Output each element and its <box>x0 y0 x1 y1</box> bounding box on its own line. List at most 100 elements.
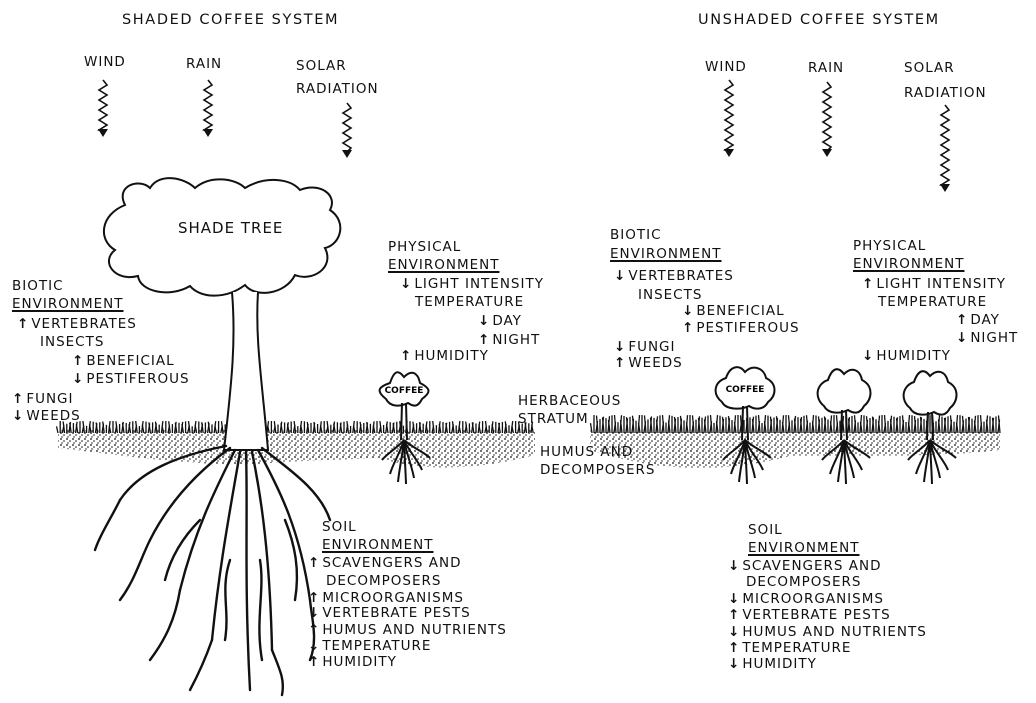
item-label: HUMIDITY <box>742 656 817 672</box>
decomposers-label: DECOMPOSERS <box>540 464 655 478</box>
shaded-biotic-item: INSECTS <box>40 336 104 350</box>
soil-band-shaded <box>58 430 535 467</box>
coffee-bush-label: COFFEE <box>385 386 424 396</box>
item-label: HUMIDITY <box>322 654 397 670</box>
item-label: LIGHT INTENSITY <box>414 276 544 292</box>
unshaded-physical-heading: PHYSICAL <box>853 240 926 254</box>
item-label: HUMUS AND NUTRIENTS <box>322 622 506 638</box>
item-label: VERTEBRATES <box>628 268 734 284</box>
shaded-physical-item: ↑NIGHT <box>478 334 540 348</box>
shaded-physical-item: ↑HUMIDITY <box>400 350 489 364</box>
unshaded-soil-heading-env: ENVIRONMENT <box>748 542 859 556</box>
shaded-biotic-heading-env: ENVIRONMENT <box>12 298 123 312</box>
item-label: DAY <box>970 312 1000 328</box>
unshaded-biotic-item: ↑PESTIFEROUS <box>682 322 800 336</box>
decrease-arrow-icon: ↓ <box>956 330 968 346</box>
shaded-physical-item: ↓LIGHT INTENSITY <box>400 278 544 292</box>
increase-arrow-icon: ↑ <box>862 276 874 292</box>
item-label: INSECTS <box>638 287 702 303</box>
increase-arrow-icon: ↑ <box>308 590 320 606</box>
shaded-soil-item: ↓TEMPERATURE <box>308 640 431 654</box>
decrease-arrow-icon: ↓ <box>728 558 740 574</box>
item-label: WEEDS <box>26 408 80 424</box>
stratum-label: STRATUM <box>518 413 589 427</box>
increase-arrow-icon: ↑ <box>308 555 320 571</box>
increase-arrow-icon: ↑ <box>728 607 740 623</box>
decrease-arrow-icon: ↓ <box>728 656 740 672</box>
decrease-arrow-icon: ↓ <box>614 268 626 284</box>
increase-arrow-icon: ↑ <box>956 312 968 328</box>
item-label: FUNGI <box>628 339 675 355</box>
decrease-arrow-icon: ↓ <box>12 408 24 424</box>
coffee-bush-label: COFFEE <box>726 385 765 395</box>
shaded-biotic-item: ↑BENEFICIAL <box>72 355 175 369</box>
item-label: TEMPERATURE <box>878 294 987 310</box>
increase-arrow-icon: ↑ <box>728 640 740 656</box>
shaded-soil-item: ↑HUMIDITY <box>308 656 397 670</box>
unshaded-biotic-item: ↓BENEFICIAL <box>682 305 785 319</box>
shaded-soil-item: ↑SCAVENGERS AND <box>308 557 462 571</box>
item-label: TEMPERATURE <box>322 638 431 654</box>
unshaded-soil-item: ↓HUMIDITY <box>728 658 817 672</box>
unshaded-rain-label: RAIN <box>808 62 844 76</box>
item-label: DECOMPOSERS <box>746 574 861 590</box>
item-label: SCAVENGERS AND <box>742 558 881 574</box>
shade-tree-roots <box>95 446 330 695</box>
unshaded-physical-item: ↓HUMIDITY <box>862 350 951 364</box>
shaded-radiation-label: RADIATION <box>296 83 379 97</box>
shade-tree-trunk <box>224 292 268 450</box>
shaded-biotic-heading: BIOTIC <box>12 280 64 294</box>
increase-arrow-icon: ↑ <box>308 654 320 670</box>
unshaded-biotic-heading-env: ENVIRONMENT <box>610 248 721 262</box>
item-label: WEEDS <box>628 355 682 371</box>
shaded-soil-item: ↓VERTEBRATE PESTS <box>308 607 471 621</box>
rain-arrow-unshaded <box>822 82 832 157</box>
shaded-soil-heading-env: ENVIRONMENT <box>322 539 433 553</box>
decrease-arrow-icon: ↓ <box>308 605 320 621</box>
item-label: PESTIFEROUS <box>696 320 799 336</box>
item-label: NIGHT <box>492 332 540 348</box>
increase-arrow-icon: ↑ <box>614 355 626 371</box>
item-label: LIGHT INTENSITY <box>876 276 1006 292</box>
unshaded-soil-heading: SOIL <box>748 524 783 538</box>
shaded-physical-heading: PHYSICAL <box>388 241 461 255</box>
shaded-wind-label: WIND <box>84 56 126 70</box>
unshaded-radiation-label: RADIATION <box>904 87 987 101</box>
item-label: VERTEBRATE PESTS <box>742 607 890 623</box>
decrease-arrow-icon: ↓ <box>72 371 84 387</box>
shaded-physical-heading-env: ENVIRONMENT <box>388 259 499 273</box>
increase-arrow-icon: ↑ <box>17 316 29 332</box>
decrease-arrow-icon: ↓ <box>862 348 874 364</box>
shaded-solar-label: SOLAR <box>296 60 347 74</box>
item-label: MICROORGANISMS <box>742 591 884 607</box>
shaded-soil-item: DECOMPOSERS <box>326 575 441 589</box>
shaded-biotic-item: ↑VERTEBRATES <box>17 318 137 332</box>
item-label: PESTIFEROUS <box>86 371 189 387</box>
item-label: HUMUS AND NUTRIENTS <box>742 624 926 640</box>
grass-right <box>591 415 1001 433</box>
item-label: NIGHT <box>970 330 1018 346</box>
shade-tree-label: SHADE TREE <box>178 221 283 236</box>
item-label: TEMPERATURE <box>742 640 851 656</box>
humus-label: HUMUS AND <box>540 446 633 460</box>
increase-arrow-icon: ↑ <box>478 332 490 348</box>
unshaded-biotic-item: ↓FUNGI <box>614 341 676 355</box>
shaded-rain-label: RAIN <box>186 58 222 72</box>
wind-arrow-unshaded <box>724 80 734 157</box>
item-label: INSECTS <box>40 334 104 350</box>
unshaded-soil-item: ↓SCAVENGERS AND <box>728 560 882 574</box>
solar-arrow-unshaded <box>940 105 950 192</box>
unshaded-soil-item: ↑VERTEBRATE PESTS <box>728 609 891 623</box>
unshaded-physical-item: ↑DAY <box>956 314 1000 328</box>
unshaded-physical-item: TEMPERATURE <box>878 296 987 310</box>
shaded-soil-item: ↑HUMUS AND NUTRIENTS <box>308 624 507 638</box>
increase-arrow-icon: ↑ <box>12 391 24 407</box>
shaded-biotic-item: ↓WEEDS <box>12 410 81 424</box>
item-label: DAY <box>492 313 522 329</box>
shaded-system-title: SHADED COFFEE SYSTEM <box>122 13 339 28</box>
item-label: TEMPERATURE <box>415 294 524 310</box>
item-label: FUNGI <box>26 391 73 407</box>
unshaded-biotic-item: ↑WEEDS <box>614 357 683 371</box>
item-label: BENEFICIAL <box>696 303 784 319</box>
item-label: VERTEBRATE PESTS <box>322 605 470 621</box>
